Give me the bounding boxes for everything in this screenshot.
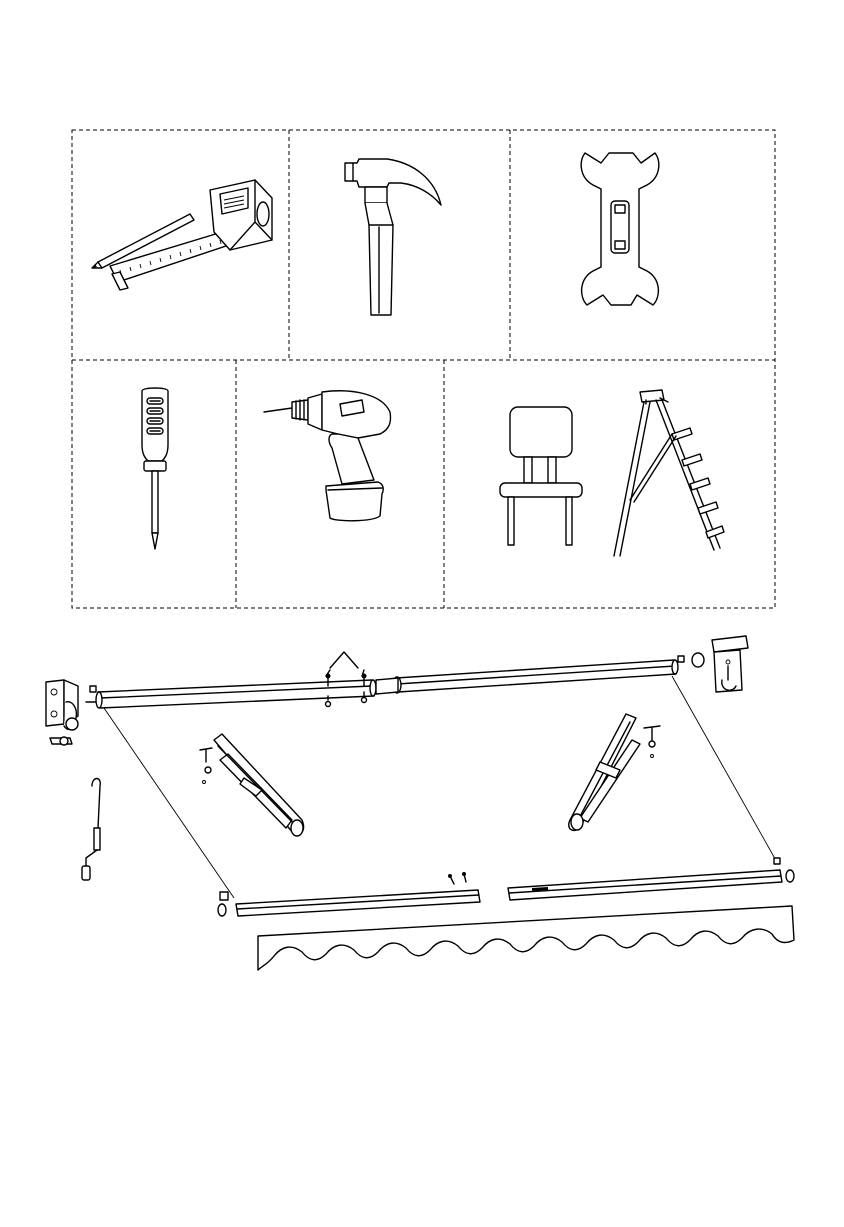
tape-measure-icon [90, 170, 280, 300]
right-folding-arm-icon [569, 714, 660, 830]
ladder-icon [610, 388, 725, 566]
wrench-icon [575, 145, 665, 310]
screwdriver-icon [128, 385, 183, 555]
valance-icon [258, 906, 794, 970]
cordless-drill-icon [262, 390, 427, 525]
hammer-icon [335, 155, 450, 320]
left-folding-arm-icon [200, 734, 304, 836]
awning-parts-drawing [0, 620, 844, 980]
required-tools-grid [0, 0, 844, 620]
crank-handle-icon [82, 779, 100, 881]
right-wall-bracket-icon [692, 636, 748, 692]
front-bar-left-icon [218, 872, 480, 916]
left-wall-bracket-icon [46, 680, 96, 745]
roller-tube-right-icon [376, 656, 684, 694]
awning-exploded-diagram [0, 620, 844, 980]
roller-tube-left-icon [96, 680, 376, 708]
chair-icon [498, 405, 588, 547]
front-bar-right-icon [508, 858, 794, 900]
